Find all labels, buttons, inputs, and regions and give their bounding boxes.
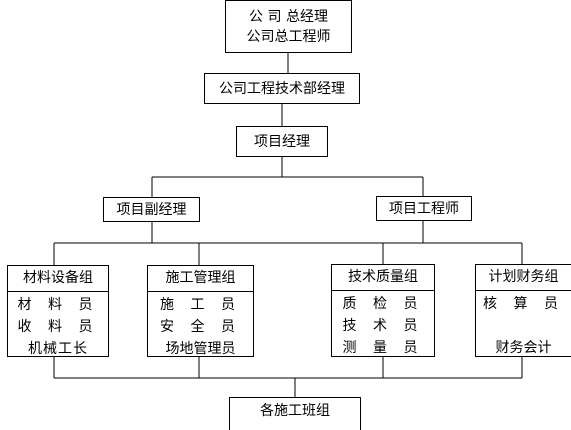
project-engineer-label: 项目工程师 <box>389 200 459 217</box>
project-manager-label: 项目经理 <box>254 133 310 150</box>
member: 施 工 员 <box>160 297 241 313</box>
member: 核 算 员 <box>483 296 564 312</box>
deputy-manager-label: 项目副经理 <box>116 201 187 218</box>
member: 财务会计 <box>495 340 552 356</box>
member: 材 料 员 <box>17 297 99 313</box>
member: 场地管理员 <box>165 341 236 357</box>
member: 机械工长 <box>28 341 88 357</box>
project-engineer-box: 项目工程师 <box>376 196 472 221</box>
group-construction: 施工管理组 施 工 员 安 全 员 场地管理员 <box>147 265 254 357</box>
group-title: 技术质量组 <box>332 265 434 291</box>
ceo-title: 公 司 总经理 <box>249 8 328 25</box>
group-title: 材料设备组 <box>8 266 108 292</box>
construction-teams-box: 各施工班组 <box>229 397 361 430</box>
group-tech-quality: 技术质量组 质 检 员 技 术 员 测 量 员 <box>331 264 435 357</box>
tech-dept-manager-label: 公司工程技术部经理 <box>219 80 345 97</box>
tech-dept-manager-box: 公司工程技术部经理 <box>204 73 360 104</box>
member: 质 检 员 <box>342 296 424 312</box>
chief-engineer-title: 公司总工程师 <box>246 28 331 45</box>
member: 安 全 员 <box>160 319 241 335</box>
project-manager-box: 项目经理 <box>236 126 328 157</box>
member: 测 量 员 <box>342 340 424 356</box>
construction-teams-label: 各施工班组 <box>260 403 330 419</box>
member <box>476 315 571 337</box>
member: 技 术 员 <box>342 318 424 334</box>
group-finance: 计划财务组 核 算 员 财务会计 <box>475 264 571 357</box>
group-title: 计划财务组 <box>476 265 571 291</box>
member: 收 料 员 <box>17 319 99 335</box>
ceo-box: 公 司 总经理 公司总工程师 <box>225 0 352 53</box>
deputy-manager-box: 项目副经理 <box>103 197 200 222</box>
group-materials: 材料设备组 材 料 员 收 料 员 机械工长 <box>7 265 109 357</box>
group-title: 施工管理组 <box>148 266 253 292</box>
